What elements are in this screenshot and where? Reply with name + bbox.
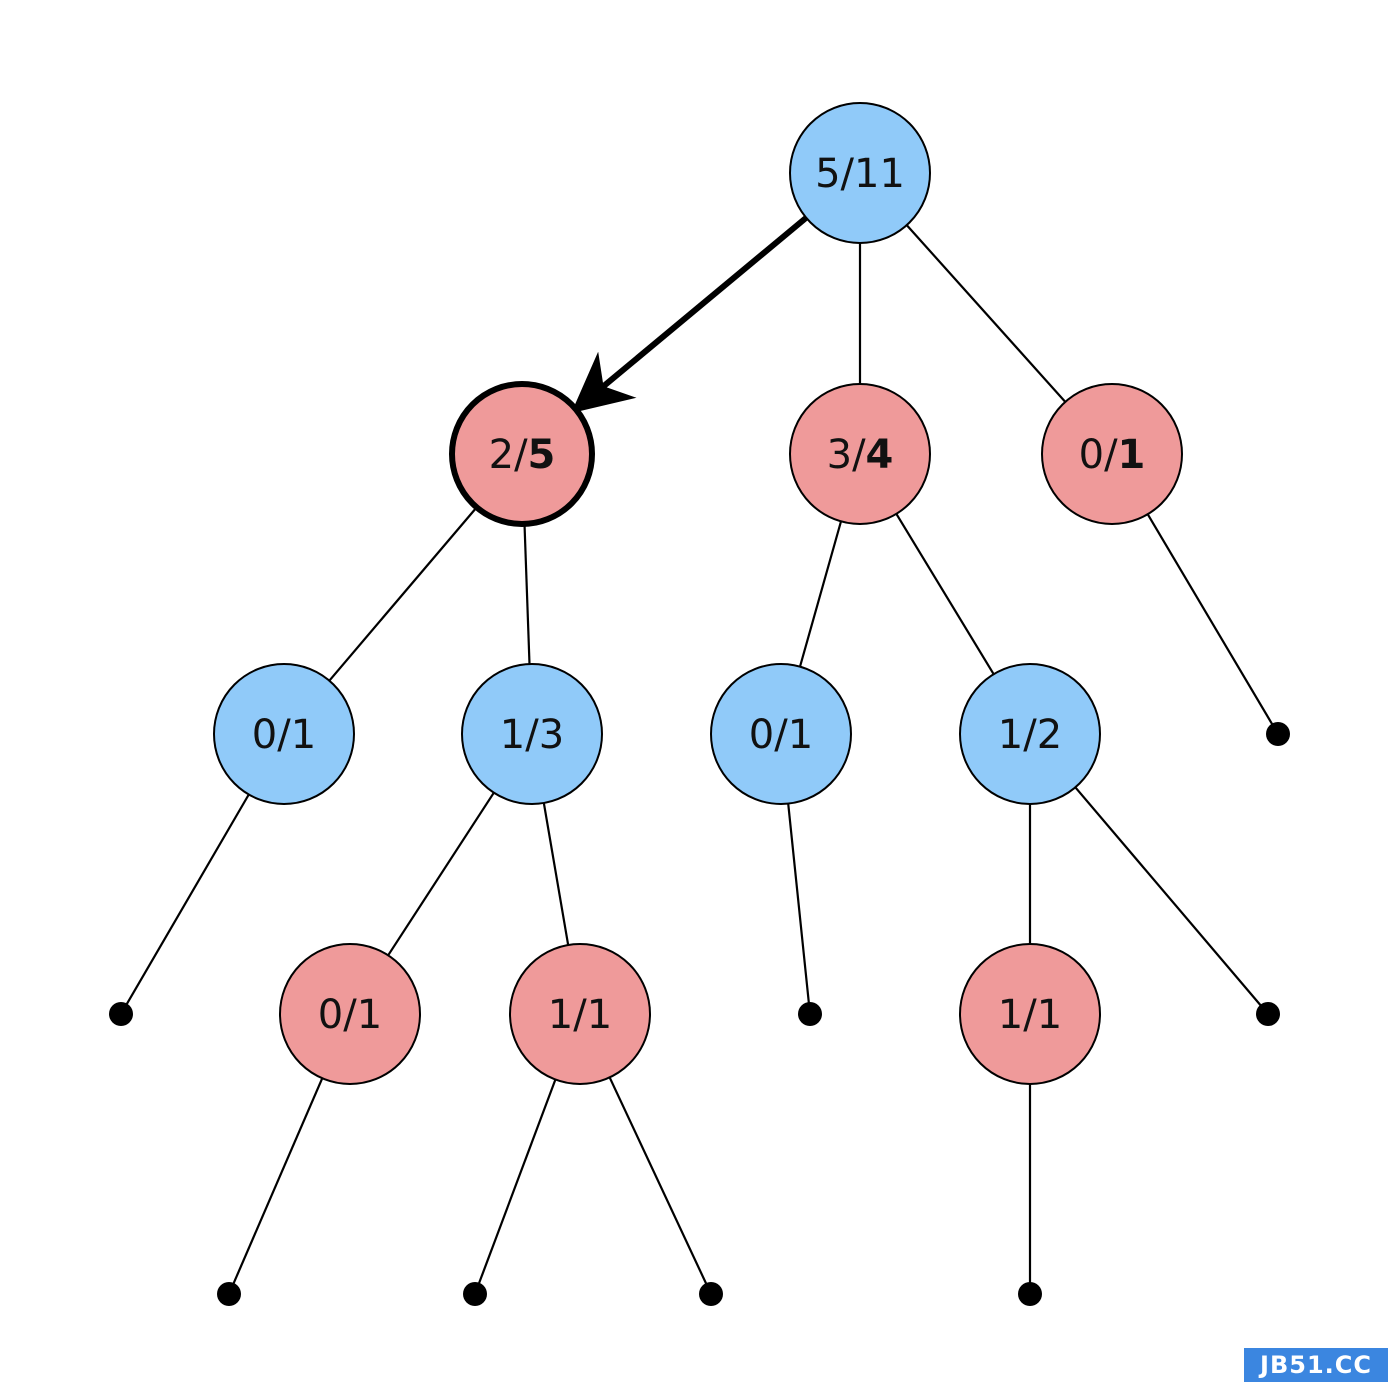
node-visits: 1 <box>357 992 382 1038</box>
node-wins: 0 <box>749 712 774 758</box>
edge-n-a2a-to-leaf-a2a <box>227 1077 324 1295</box>
node-circle <box>449 381 595 527</box>
node-circle <box>789 102 931 244</box>
node-separator: / <box>514 432 528 478</box>
node-circle <box>959 663 1101 805</box>
node-label: 0/1 <box>749 712 813 758</box>
node-label: 0/1 <box>252 712 316 758</box>
node-label: 3/4 <box>827 432 894 478</box>
node-wins: 3 <box>827 432 852 478</box>
node-visits: 1 <box>587 992 612 1038</box>
tree-node-n-b1[interactable]: 0/1 <box>710 663 852 805</box>
edge-n-a1-to-leaf-a1 <box>120 793 250 1015</box>
node-label: 1/3 <box>500 712 564 758</box>
node-visits: 1 <box>788 712 813 758</box>
edge-n-root-to-n-c <box>905 224 1067 403</box>
edges-layer <box>120 215 1279 1295</box>
node-separator: / <box>852 432 866 478</box>
node-separator: / <box>525 712 539 758</box>
edge-n-a2b-to-leaf-a2b-1 <box>473 1079 557 1295</box>
node-label: 1/1 <box>548 992 612 1038</box>
node-label: 1/2 <box>998 712 1062 758</box>
node-label: 2/5 <box>489 432 556 478</box>
edge-n-a2-to-n-a2b <box>542 802 570 946</box>
watermark-badge: JB51.CC <box>1244 1348 1388 1382</box>
node-circle <box>279 943 421 1085</box>
node-separator: / <box>1023 992 1037 1038</box>
leaves-layer <box>109 722 1290 1306</box>
node-separator: / <box>1023 712 1037 758</box>
edge-n-a2b-to-leaf-a2b-2 <box>608 1076 712 1295</box>
node-wins: 0 <box>1079 432 1104 478</box>
node-separator: / <box>774 712 788 758</box>
node-visits: 2 <box>1037 712 1062 758</box>
node-wins: 1 <box>998 712 1023 758</box>
edge-n-b1-to-leaf-b1 <box>787 803 812 1015</box>
selected-edge-n-root-to-n-a <box>571 215 809 414</box>
tree-node-n-root[interactable]: 5/11 <box>789 102 931 244</box>
edge-n-a2-to-n-a2a <box>387 792 495 956</box>
node-separator: / <box>277 712 291 758</box>
terminal-leaf-c <box>1266 722 1290 746</box>
edge-n-b-to-n-b1 <box>798 521 843 667</box>
node-label: 0/1 <box>1079 432 1146 478</box>
node-circle <box>213 663 355 805</box>
node-separator: / <box>841 151 855 197</box>
node-visits: 1 <box>1037 992 1062 1038</box>
node-label: 1/1 <box>998 992 1062 1038</box>
node-wins: 1 <box>500 712 525 758</box>
edge-n-c-to-leaf-c <box>1146 513 1279 735</box>
node-wins: 0 <box>318 992 343 1038</box>
node-circle <box>789 383 931 525</box>
terminal-leaf-a2b-2 <box>699 1282 723 1306</box>
tree-node-n-b2[interactable]: 1/2 <box>959 663 1101 805</box>
node-visits: 1 <box>1118 432 1146 478</box>
terminal-leaf-a1 <box>109 1002 133 1026</box>
node-circle <box>1041 383 1183 525</box>
tree-node-n-a2[interactable]: 1/3 <box>461 663 603 805</box>
node-circle <box>509 943 651 1085</box>
terminal-leaf-a2b-1 <box>463 1282 487 1306</box>
tree-node-n-b[interactable]: 3/4 <box>789 383 931 525</box>
selected-tree-node-n-a[interactable]: 2/5 <box>449 381 595 527</box>
node-wins: 2 <box>489 432 514 478</box>
terminal-leaf-a2a <box>217 1282 241 1306</box>
terminal-leaf-b2 <box>1256 1002 1280 1026</box>
edge-n-b2-to-leaf-b2 <box>1074 786 1269 1015</box>
tree-node-n-c[interactable]: 0/1 <box>1041 383 1183 525</box>
node-label: 5/11 <box>815 151 905 197</box>
node-wins: 5 <box>815 151 840 197</box>
edge-n-b-to-n-b2 <box>895 513 995 675</box>
node-visits: 3 <box>539 712 564 758</box>
node-visits: 4 <box>866 432 894 478</box>
node-circle <box>959 943 1101 1085</box>
node-visits: 5 <box>528 432 556 478</box>
tree-node-n-a2b[interactable]: 1/1 <box>509 943 651 1085</box>
node-circle <box>461 663 603 805</box>
terminal-leaf-b1 <box>798 1002 822 1026</box>
node-wins: 1 <box>998 992 1023 1038</box>
tree-node-n-b2a[interactable]: 1/1 <box>959 943 1101 1085</box>
node-visits: 1 <box>291 712 316 758</box>
node-wins: 1 <box>548 992 573 1038</box>
tree-node-n-a1[interactable]: 0/1 <box>213 663 355 805</box>
node-visits: 11 <box>854 151 905 197</box>
edge-n-a-to-n-a2 <box>523 525 531 665</box>
node-wins: 0 <box>252 712 277 758</box>
node-label: 0/1 <box>318 992 382 1038</box>
node-separator: / <box>573 992 587 1038</box>
tree-node-n-a2a[interactable]: 0/1 <box>279 943 421 1085</box>
node-circle <box>710 663 852 805</box>
node-separator: / <box>1104 432 1118 478</box>
edge-n-a-to-n-a1 <box>328 508 477 682</box>
node-separator: / <box>343 992 357 1038</box>
terminal-leaf-b2a <box>1018 1282 1042 1306</box>
